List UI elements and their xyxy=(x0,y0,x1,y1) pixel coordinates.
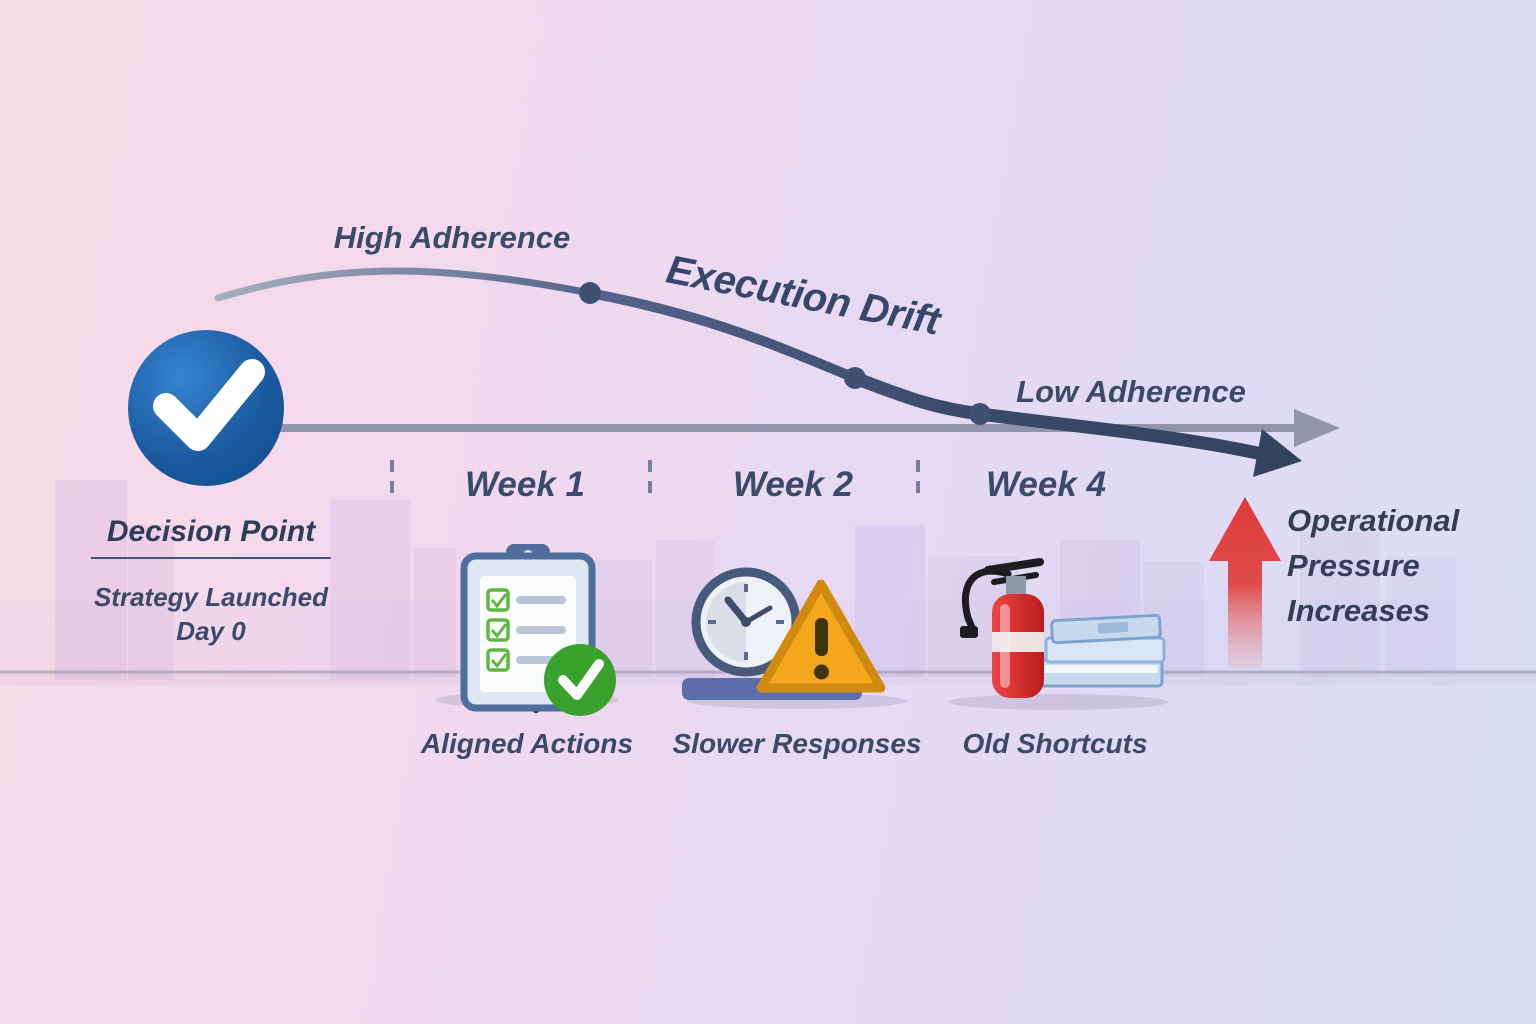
low-adherence-label: Low Adherence xyxy=(1016,374,1246,409)
decision-subtitle-line2: Day 0 xyxy=(176,616,246,646)
week-4-caption: Old Shortcuts xyxy=(962,728,1148,759)
week-4-label: Week 4 xyxy=(986,465,1106,504)
fire-extinguisher-books-icon xyxy=(960,558,1166,698)
high-adherence-label: High Adherence xyxy=(333,220,571,255)
pressure-label-line1: Operational xyxy=(1287,503,1460,538)
week-2-caption: Slower Responses xyxy=(672,728,922,759)
decision-point-title: Decision Point xyxy=(90,515,332,559)
adherence-curve xyxy=(214,267,1269,461)
pressure-label: Operational Pressure Increases xyxy=(1287,498,1459,633)
clock-warning-icon xyxy=(682,567,886,700)
check-circle-icon xyxy=(128,330,284,486)
clipboard-check-icon xyxy=(460,544,616,716)
week-1-label: Week 1 xyxy=(465,465,585,504)
pressure-label-line3: Increases xyxy=(1287,593,1431,628)
pressure-label-line2: Pressure xyxy=(1287,548,1420,583)
up-arrow-icon xyxy=(1209,497,1281,668)
curve-arrowhead xyxy=(1253,429,1302,477)
decision-subtitle-line1: Strategy Launched xyxy=(93,582,329,612)
curve-point-dots xyxy=(579,282,991,425)
decision-point-subtitle: Strategy Launched Day 0 xyxy=(94,580,328,648)
week-1-caption: Aligned Actions xyxy=(420,728,634,759)
week-2-label: Week 2 xyxy=(733,465,853,504)
week-tick-marks xyxy=(390,460,920,500)
